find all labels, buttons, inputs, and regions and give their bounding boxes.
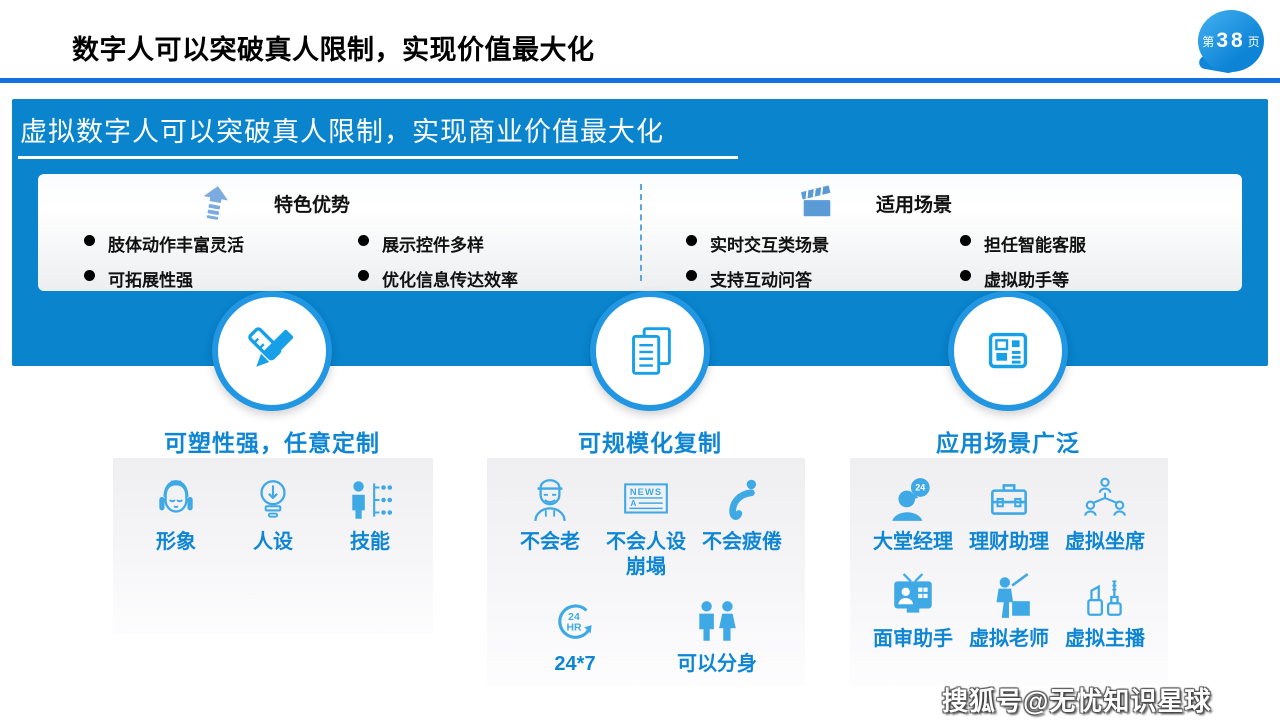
lobby-manager-icon: 24 [888,475,938,525]
list-item: 虚拟老师 [962,572,1056,652]
list-item: 人设 [226,475,320,555]
bullet-item: 支持互动问答 [686,266,960,291]
bullet-item: 实时交互类场景 [686,231,960,256]
svg-text:A: A [630,498,636,508]
old-man-icon [525,475,575,525]
scenarios-box: 24 大堂经理 理财助理 [850,458,1168,686]
bullet-item: 展示控件多样 [358,231,632,256]
list-item: 24 HR 24*7 [528,597,622,677]
advantages-bullets: 肢体动作丰富灵活 展示控件多样 可拓展性强 优化信息传达效率 [38,231,640,291]
briefcase-icon [984,475,1034,525]
list-item: 24 大堂经理 [866,475,960,555]
header-divider [0,78,1280,83]
sketch-arrow-icon [196,184,234,222]
list-item: 形象 [129,475,223,555]
lightbulb-icon [248,475,298,525]
list-item: 面审助手 [866,572,960,652]
section-title-replicate: 可规模化复制 [578,430,722,456]
svg-text:HR: HR [566,622,582,633]
list-item: 虚拟坐席 [1058,475,1152,555]
item-row: 24 大堂经理 理财助理 [850,475,1168,555]
bullet-item: 可拓展性强 [84,266,358,291]
person-skills-icon [345,475,395,525]
circle-scenarios [948,291,1068,411]
bullet-item: 虚拟助手等 [960,266,1234,291]
page-title: 数字人可以突破真人限制，实现价值最大化 [72,35,595,65]
panel-title: 虚拟数字人可以突破真人限制，实现商业价值最大化 [20,117,664,147]
tv-interview-icon [888,572,938,622]
badge-suffix: 页 [1247,34,1260,49]
svg-text:24: 24 [915,483,925,493]
list-item: 虚拟主播 [1058,572,1152,652]
page-number-badge: 第 38 页 [1198,10,1264,72]
bullet-dot [358,270,369,281]
bullet-dot [960,270,971,281]
svg-text:NEWS: NEWS [630,487,662,497]
bullet-dot [686,235,697,246]
bullet-dot [84,235,95,246]
bullet-dot [84,270,95,281]
customize-box: 形象 人设 [113,458,433,635]
clapperboard-icon [798,184,836,222]
list-item: 不会老 [503,475,597,580]
list-item: NEWS A 不会人设崩塌 [599,475,693,580]
features-box: 特色优势 肢体动作丰富灵活 展示控件多样 可拓展性强 优化信息传达效率 [38,174,1242,291]
svg-text:24: 24 [568,612,580,623]
newspaper-icon: NEWS A [621,475,671,525]
24hr-clock-icon: 24 HR [550,597,600,647]
advantages-header: 特色优势 [38,183,640,223]
advantages-title: 特色优势 [274,194,351,216]
circle-replicate [590,291,710,411]
badge-prefix: 第 [1202,34,1215,49]
bullet-dot [358,235,369,246]
list-item: 技能 [323,475,417,555]
item-row: 不会老 NEWS A 不会人设崩塌 [487,475,805,580]
dashed-divider [640,184,642,281]
section-title-customize: 可塑性强，任意定制 [164,430,380,456]
bullet-dot [686,270,697,281]
watermark: 搜狐号@无忧知识星球 [942,686,1212,716]
list-item: 可以分身 [670,597,764,677]
list-item: 不会疲倦 [695,475,789,580]
bullet-item: 担任智能客服 [960,231,1234,256]
list-item: 理财助理 [962,475,1056,555]
bullet-dot [960,235,971,246]
panel-title-underline [18,156,738,159]
circle-customize [212,291,332,411]
grid-layout-icon [988,332,1028,369]
scenarios-bullets: 实时交互类场景 担任智能客服 支持互动问答 虚拟助手等 [640,231,1242,291]
copy-documents-icon [632,327,671,375]
cosmetics-anchor-icon [1080,572,1130,622]
column-scenarios: 适用场景 实时交互类场景 担任智能客服 支持互动问答 虚拟助手等 [640,174,1242,291]
girl-avatar-icon [151,475,201,525]
scenarios-title: 适用场景 [876,194,953,216]
teacher-icon [984,572,1034,622]
bullet-item: 肢体动作丰富灵活 [84,231,358,256]
bowing-person-icon [717,475,767,525]
scenarios-header: 适用场景 [640,183,1242,223]
item-row: 面审助手 虚拟老师 [850,572,1168,652]
people-network-icon [1080,475,1130,525]
two-persons-icon [692,597,742,647]
item-row: 形象 人设 [113,475,433,555]
column-advantages: 特色优势 肢体动作丰富灵活 展示控件多样 可拓展性强 优化信息传达效率 [38,174,640,291]
bullet-item: 优化信息传达效率 [358,266,632,291]
section-title-scenarios: 应用场景广泛 [936,430,1080,456]
badge-number: 38 [1216,29,1246,52]
item-row: 24 HR 24*7 可以分身 [487,597,805,677]
pen-ruler-icon [248,327,294,367]
replicate-box: 不会老 NEWS A 不会人设崩塌 [487,458,805,686]
